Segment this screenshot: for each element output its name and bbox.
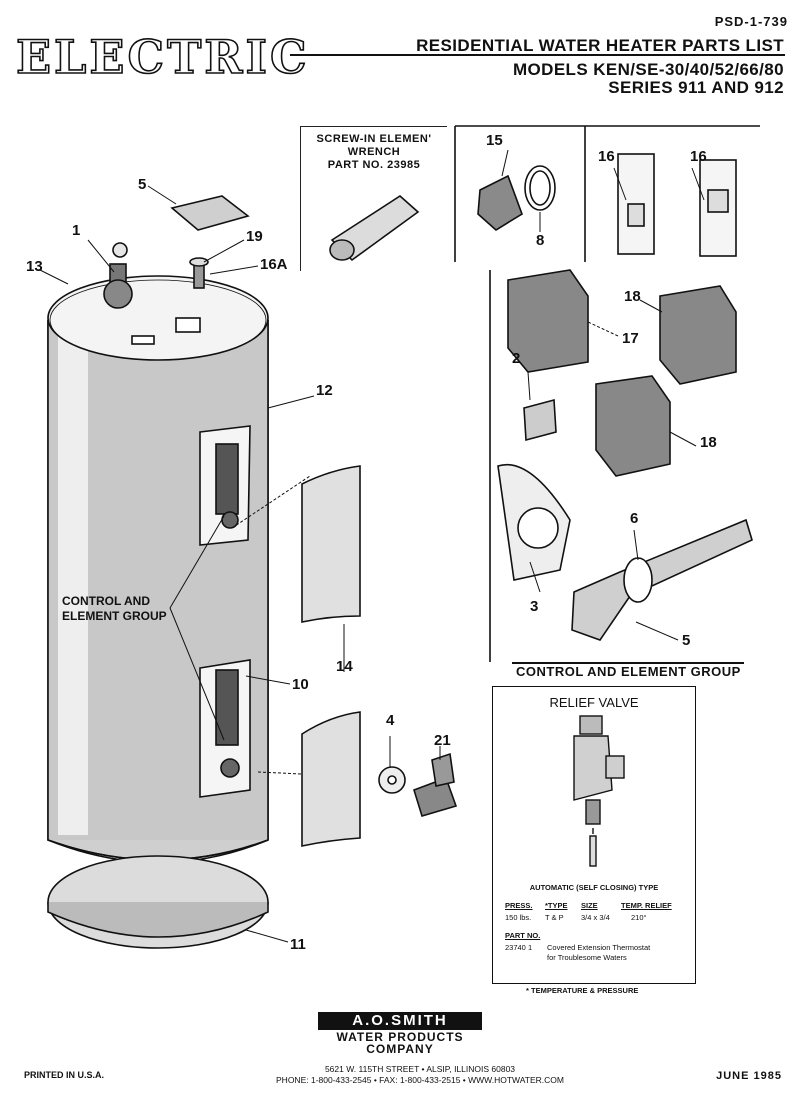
relief-part-desc-2: for Troublesome Waters [547,953,627,962]
callout-12: 12 [316,382,333,399]
callout-10: 10 [292,676,309,693]
company-line-2: COMPANY [366,1042,434,1056]
relief-part-no: 23740 1 [505,943,533,952]
relief-cell-temp: 210° [631,913,647,922]
wrench-line-2: WRENCH [347,146,401,158]
callout-1: 1 [72,222,81,239]
group-label: CONTROL AND ELEMENT GROUP [62,594,167,624]
control-group-rule [512,662,744,664]
relief-cell-press: 150 lbs. [505,913,532,922]
wrench-line-1: SCREW-IN ELEMEN' [316,133,432,145]
callout-4: 4 [386,712,395,729]
relief-cell-size: 3/4 x 3/4 [581,913,610,922]
callout-16a: 16A [260,256,288,273]
relief-header-type: *TYPE [545,901,568,910]
callout-17: 17 [622,330,639,347]
company-line-1: WATER PRODUCTS [336,1030,464,1044]
relief-footnote: * TEMPERATURE & PRESSURE [526,986,639,995]
callout-19: 18 [624,288,641,305]
callout-2: 2 [512,350,521,367]
relief-part-desc-1: Covered Extension Thermostat [547,943,651,952]
relief-header-size: SIZE [581,901,598,910]
callout-5: 5 [138,176,147,193]
company-name: WATER PRODUCTS COMPANY [318,1031,482,1055]
relief-type-line: AUTOMATIC (SELF CLOSING) TYPE [529,883,659,892]
callout-8: 6 [630,510,639,527]
brand-title: ELECTRIC [15,29,310,85]
relief-cell-type: T & P [545,913,564,922]
footer-address: 5621 W. 115TH STREET • ALSIP, ILLINOIS 6… [324,1064,516,1074]
tank-illustration [47,242,269,864]
callout-13: 13 [26,258,43,275]
callout-21: 21 [434,732,451,749]
callout-6: 5 [682,632,691,649]
group-label-line-1: CONTROL AND [62,594,150,608]
footer-phone: PHONE: 1-800-433-2545 • FAX: 1-800-433-2… [276,1075,564,1085]
callout-11: 11 [290,936,306,953]
callout-9: 8 [536,232,545,249]
callout-16-left: 16 [598,148,615,165]
wrench-box: SCREW-IN ELEMEN' WRENCH PART NO. 23985 [300,126,447,271]
publication-date: JUNE 1985 [716,1070,782,1082]
relief-valve-title: RELIEF VALVE [549,695,639,710]
title-line-1: RESIDENTIAL WATER HEATER PARTS LIST [416,36,784,55]
title-line-3: SERIES 911 AND 912 [608,78,784,97]
relief-valve-illustration [573,715,625,867]
callout-16-right: 16 [690,148,707,165]
wrench-line-3: PART NO. 23985 [327,159,421,171]
title-rule [290,54,785,56]
relief-header-temp: TEMP. RELIEF [621,901,672,910]
relief-valve-box: RELIEF VALVE AUTOMATIC (SELF CLOSING) TY… [492,686,696,984]
callout-18: 18 [700,434,717,451]
callout-14: 14 [336,658,353,675]
callout-3: 3 [530,598,539,615]
relief-header-press: PRESS. [505,901,533,910]
control-group-caption: CONTROL AND ELEMENT GROUP [516,664,741,679]
company-logo: A.O.SMITH [318,1012,482,1030]
callout-15: 15 [486,132,503,149]
printed-in-usa: PRINTED IN U.S.A. [24,1070,105,1080]
title-line-2: MODELS KEN/SE-30/40/52/66/80 [512,60,784,79]
group-label-line-2: ELEMENT GROUP [62,609,167,623]
callout-20: 19 [246,228,263,245]
document-code: PSD-1-739 [714,14,788,29]
relief-part-no-header: PART NO. [505,931,541,940]
